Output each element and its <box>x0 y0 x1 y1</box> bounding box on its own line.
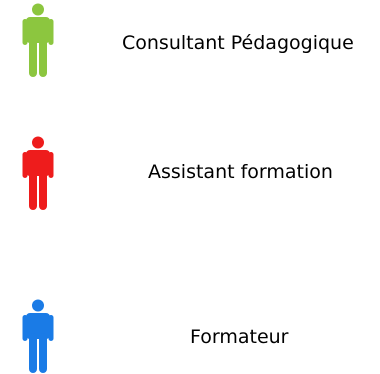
person-icon <box>20 136 56 210</box>
role-label-consultant: Consultant Pédagogique <box>122 32 354 54</box>
role-label-formateur: Formateur <box>190 326 289 348</box>
person-icon <box>20 3 56 77</box>
role-label-assistant: Assistant formation <box>148 161 333 183</box>
person-icon <box>20 299 56 373</box>
